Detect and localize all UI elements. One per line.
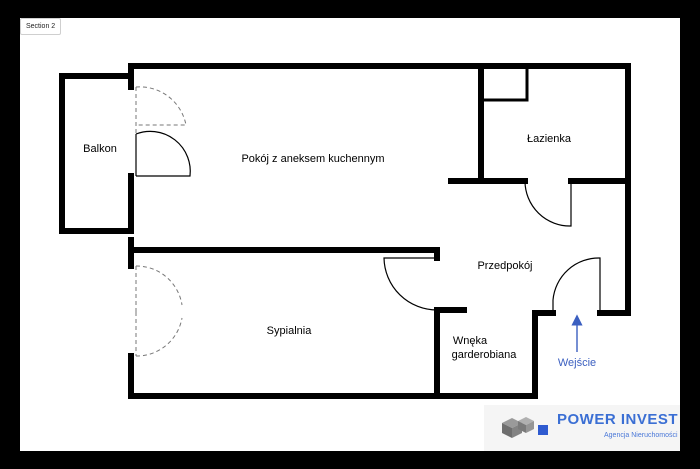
brand-name: POWER INVEST: [557, 411, 679, 428]
doors: [135, 130, 601, 313]
dashed-doors: [135, 86, 187, 357]
walls: [59, 63, 631, 399]
bedroom-window-upper: [135, 265, 183, 312]
label-pokoj: Pokój z aneksem kuchennym: [241, 153, 384, 165]
bedroom-window-lower: [135, 312, 183, 357]
label-balkon: Balkon: [83, 143, 117, 155]
section-tab[interactable]: Section 2: [20, 18, 62, 35]
label-przedpokoj: Przedpokój: [477, 260, 532, 272]
bathroom-door: [524, 180, 572, 227]
brand-subtitle: Agencja Nieruchomości: [604, 432, 678, 439]
label-wneka-line1: Wnęka: [453, 335, 488, 347]
company-logo: POWER INVEST Agencja Nieruchomości: [484, 405, 680, 451]
balcony-dashed-door: [135, 86, 187, 134]
label-wneka-line2: garderobiana: [452, 349, 518, 361]
bedroom-door: [383, 257, 438, 311]
label-lazienka: Łazienka: [527, 133, 572, 145]
balcony-wall: [59, 73, 134, 234]
label-wejscie: Wejście: [558, 357, 596, 369]
bathroom-cabinet: [481, 66, 529, 102]
entrance-door: [552, 257, 601, 313]
cubes-icon: [502, 417, 548, 438]
balcony-door: [135, 130, 191, 177]
room-labels: Balkon Pokój z aneksem kuchennym Łazienk…: [83, 133, 572, 361]
label-sypialnia: Sypialnia: [267, 325, 313, 337]
